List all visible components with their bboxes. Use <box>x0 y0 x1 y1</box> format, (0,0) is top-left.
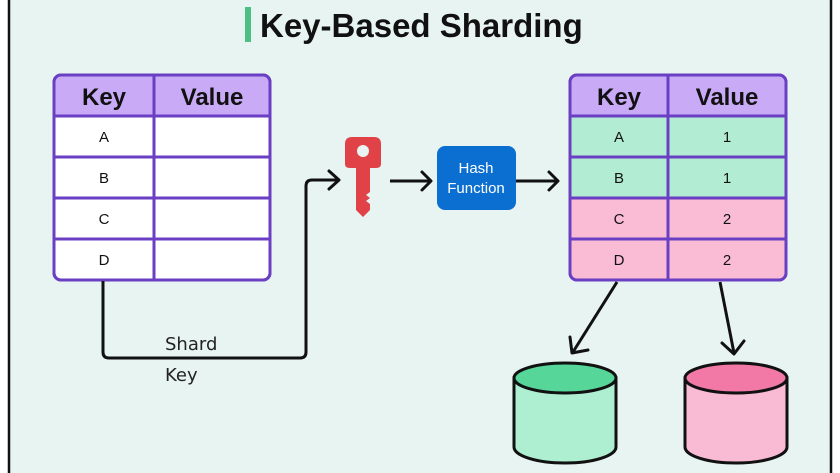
right-cell-key: D <box>614 252 625 269</box>
arrowhead-icon <box>547 170 560 192</box>
hash-function-label-line1: Hash <box>458 160 493 177</box>
arrowhead-icon <box>420 170 433 192</box>
left-header-value: Value <box>181 84 244 111</box>
left-table-outline <box>52 73 272 282</box>
right-table: Key Value A 1 B 1 C 2 D 2 <box>568 73 788 282</box>
right-header-key: Key <box>597 84 642 111</box>
right-cell-key: A <box>614 129 624 146</box>
arrowhead-icon <box>568 335 590 355</box>
left-header-key: Key <box>82 84 127 111</box>
left-table: Key Value A B C D <box>52 73 272 282</box>
right-header-value: Value <box>696 84 759 111</box>
right-cell-value: 2 <box>723 252 731 269</box>
right-cell-key: B <box>614 170 624 187</box>
database-shard-1-icon <box>512 361 618 465</box>
hash-function-box <box>437 146 516 210</box>
title-accent-bar <box>245 7 251 42</box>
right-table-outline <box>568 73 788 282</box>
left-cell-key: C <box>99 211 110 228</box>
shard-key-label-line2: Key <box>165 365 198 386</box>
key-icon <box>345 137 381 217</box>
arrowhead-icon <box>720 339 746 356</box>
right-cell-value: 2 <box>723 211 731 228</box>
arrow-to-db-pink <box>718 281 736 354</box>
left-table-header-bg <box>55 76 269 116</box>
right-cell-key: C <box>614 211 625 228</box>
left-cell-key: A <box>99 129 109 146</box>
right-cell-value: 1 <box>723 129 731 146</box>
hash-function-label-line2: Function <box>447 180 505 197</box>
left-cell-key: B <box>99 170 109 187</box>
left-cell-key: D <box>99 252 110 269</box>
shard-key-label-line1: Shard <box>165 334 217 355</box>
right-table-header-bg <box>571 76 785 116</box>
database-shard-2-icon <box>683 361 789 465</box>
shard-key-connector <box>101 178 338 360</box>
arrowhead-icon <box>327 169 341 191</box>
right-cell-value: 1 <box>723 170 731 187</box>
arrow-to-db-green <box>571 281 619 353</box>
page-title: Key-Based Sharding <box>260 7 583 44</box>
